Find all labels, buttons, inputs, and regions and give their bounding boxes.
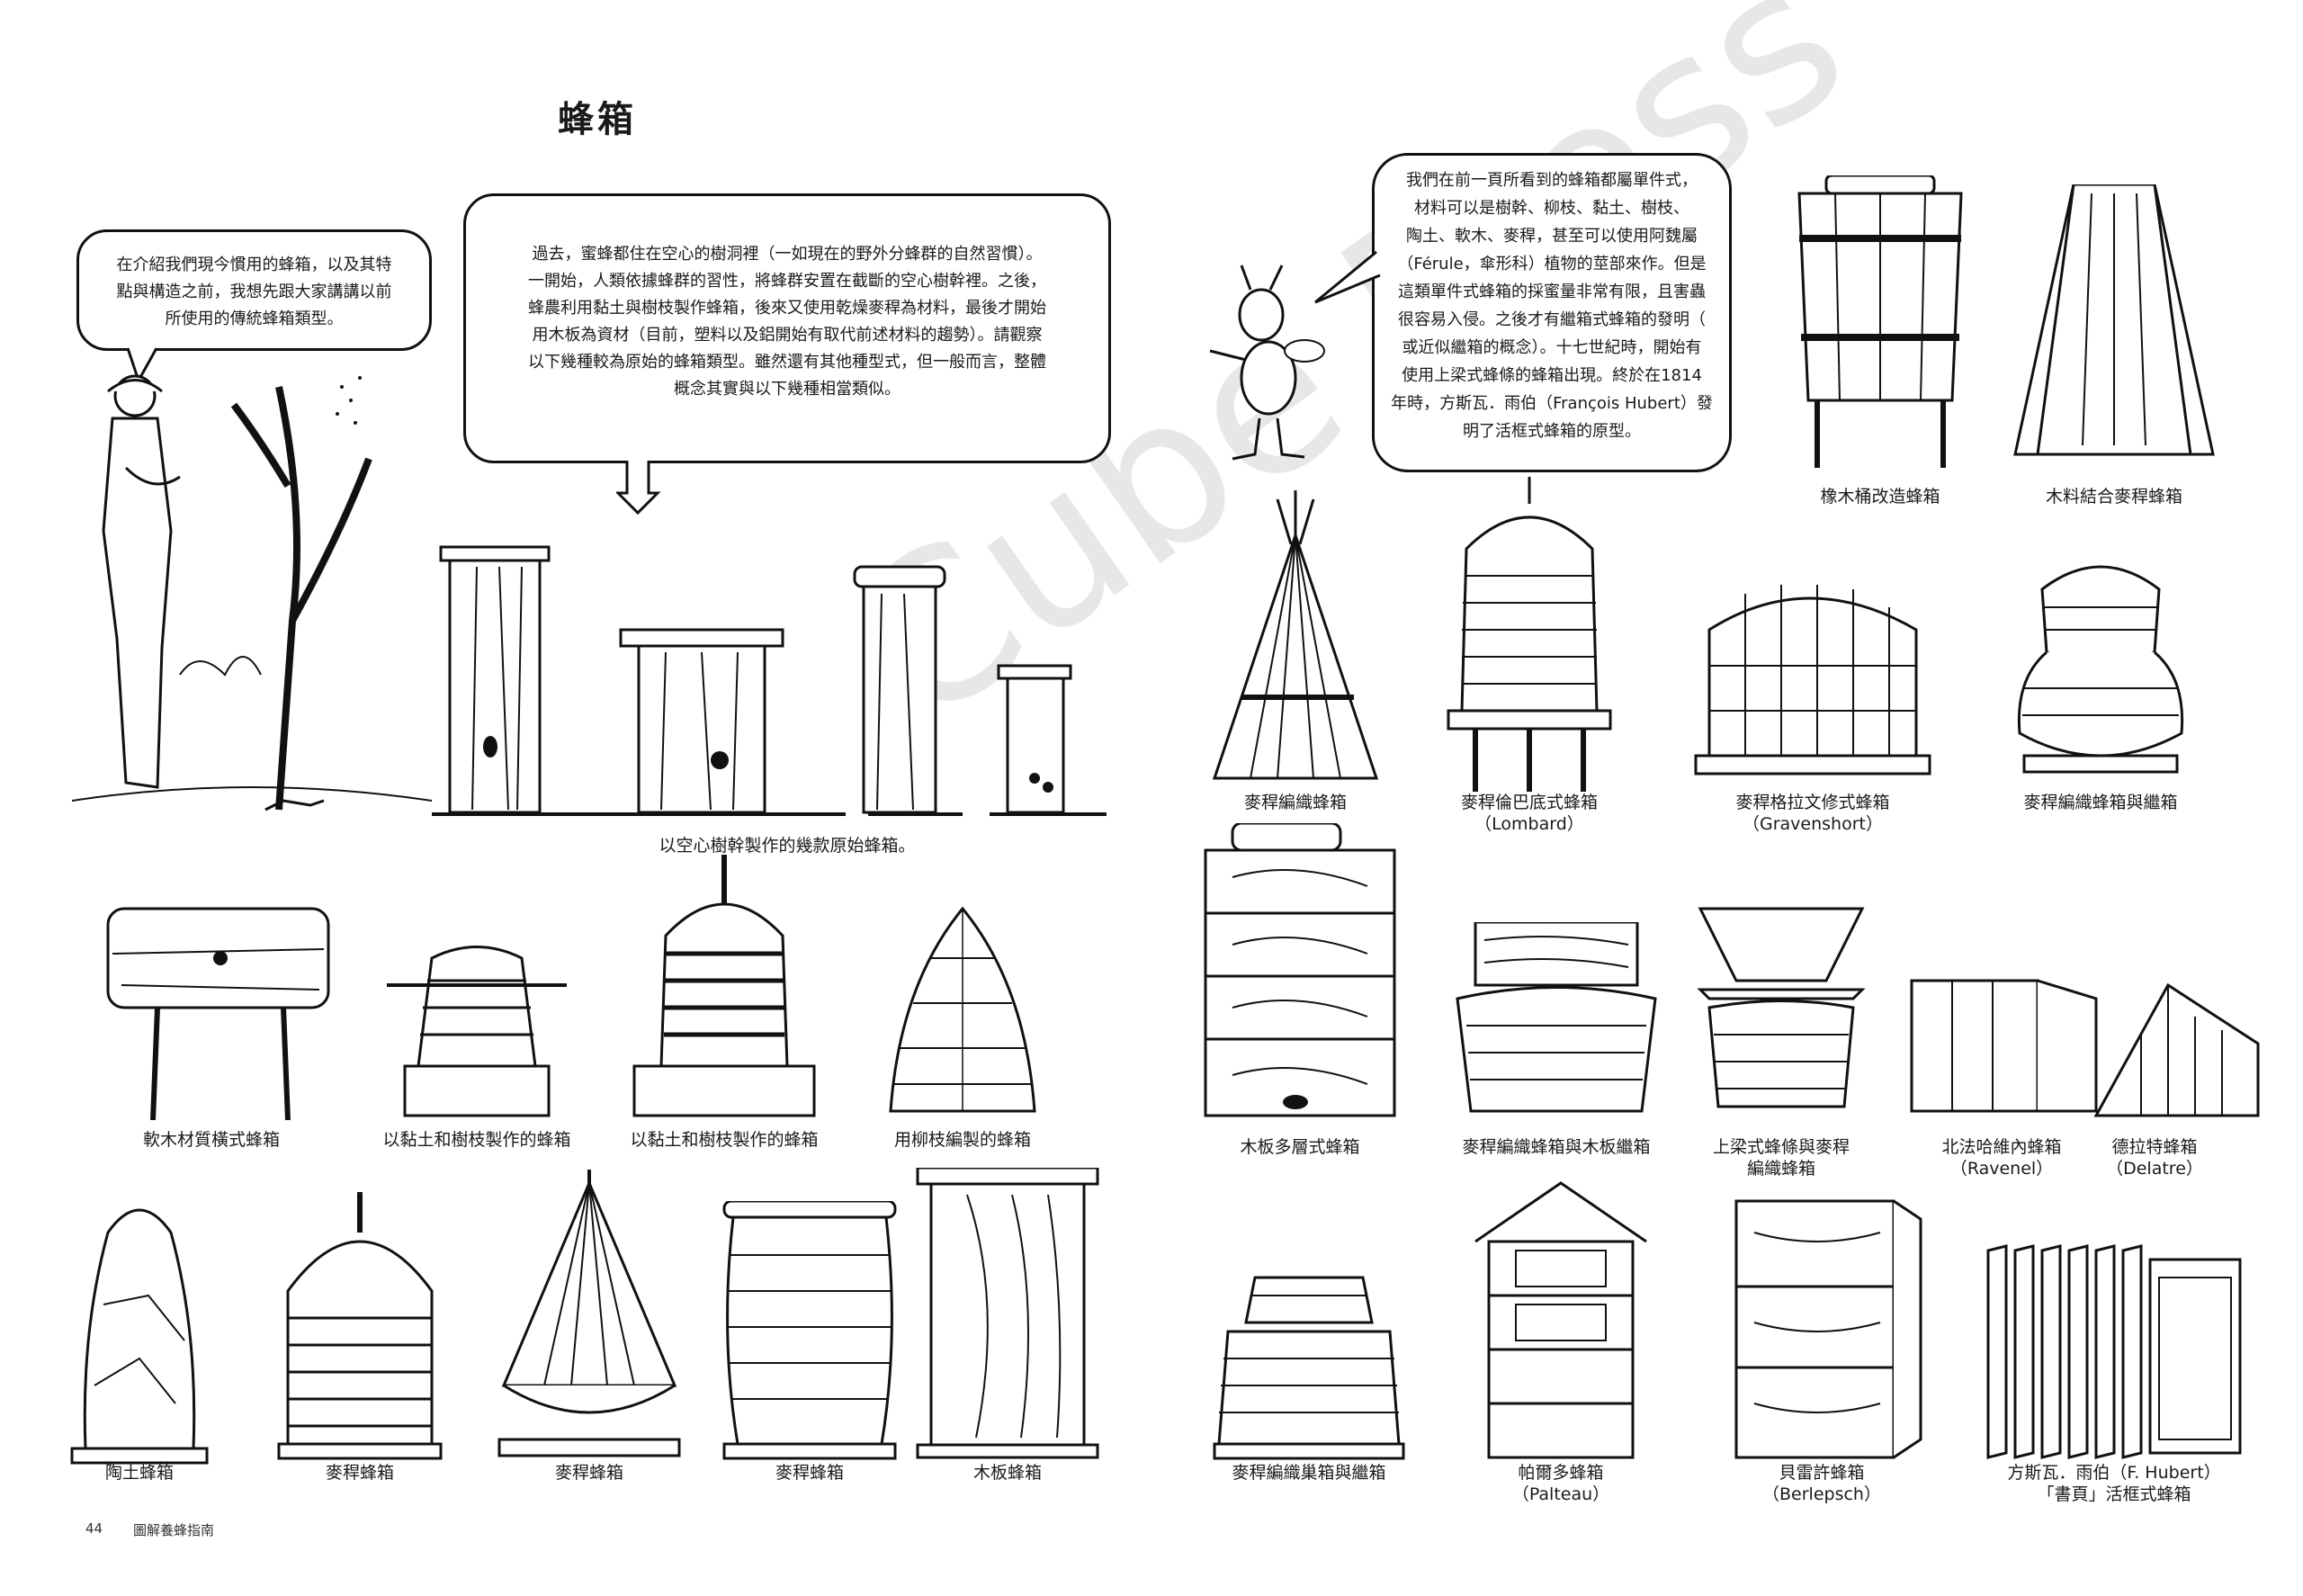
wood-straw-hive-illustration <box>2013 184 2215 456</box>
bubble-history-text: 過去，蜜蜂都住在空心的樹洞裡（一如現在的野外分蜂群的自然習慣）。 一開始，人類依… <box>528 245 1046 399</box>
hubert-book-hive-illustration <box>1986 1244 2242 1459</box>
straw-hive-3-illustration <box>722 1201 897 1460</box>
page-number: 44 <box>85 1520 103 1537</box>
topbar-straw-hive-illustration <box>1697 907 1866 1108</box>
straw-wood-super-illustration <box>1456 922 1657 1113</box>
caption-straw-1: 麥稈蜂箱 <box>325 1463 394 1483</box>
berlepsch-hive-illustration <box>1734 1199 1922 1459</box>
caption-clay-branch-1: 以黏土和樹枝製作的蜂箱 <box>382 1130 571 1150</box>
palteau-hive-illustration <box>1474 1181 1647 1459</box>
speech-bubble-intro: 在介紹我們現今慣用的蜂箱，以及其特 點與構造之前，我想先跟大家講講以前 所使用的… <box>76 229 432 351</box>
caption-wood-straw: 木料結合麥稈蜂箱 <box>2045 487 2182 507</box>
caption-straw-woven: 麥稈編織蜂箱 <box>1243 793 1347 812</box>
bee-mascot-illustration <box>1209 265 1325 461</box>
caption-trunk-hives: 以空心樹幹製作的幾款原始蜂箱。 <box>659 836 916 856</box>
caption-oak-barrel: 橡木桶改造蜂箱 <box>1820 487 1940 507</box>
caption-straw-3: 麥稈蜂箱 <box>775 1463 844 1483</box>
speech-bubble-history: 過去，蜜蜂都住在空心的樹洞裡（一如現在的野外分蜂群的自然習慣）。 一開始，人類依… <box>463 193 1111 463</box>
caption-delatre: 德拉特蜂箱 （Delatre） <box>2106 1137 2203 1179</box>
caption-straw-2: 麥稈蜂箱 <box>554 1463 623 1483</box>
caption-wood-board: 木板蜂箱 <box>972 1463 1042 1483</box>
oak-barrel-hive-illustration <box>1797 175 1963 468</box>
straw-woven-hive-illustration <box>1212 490 1379 780</box>
page-title: 蜂箱 <box>558 99 637 140</box>
caption-lombard: 麥稈倫巴底式蜂箱 （Lombard） <box>1460 793 1598 834</box>
bubble-right-tail <box>1314 250 1381 304</box>
straw-hive-2-illustration <box>497 1170 681 1457</box>
wood-multilayer-hive-illustration <box>1204 823 1396 1117</box>
caption-ravenel: 北法哈維內蜂箱 （Ravenel） <box>1941 1137 2062 1179</box>
book-title: 圖解養蜂指南 <box>133 1522 215 1538</box>
willow-hive-illustration <box>889 906 1036 1113</box>
caption-gravenshort: 麥稈格拉文修式蜂箱 （Gravenshort） <box>1735 793 1890 834</box>
caption-palteau: 帕爾多蜂箱 （Palteau） <box>1511 1463 1610 1504</box>
caption-straw-nest-super: 麥稈編織巢箱與繼箱 <box>1232 1463 1386 1483</box>
bubble-intro-text: 在介紹我們現今慣用的蜂箱，以及其特 點與構造之前，我想先跟大家講講以前 所使用的… <box>116 256 392 328</box>
hollow-trunk-hives-illustration <box>432 545 1107 816</box>
speech-bubble-history-right: 我們在前一頁所看到的蜂箱都屬單件式， 材料可以是樹幹、柳枝、黏土、樹枝、 陶土、… <box>1372 153 1732 472</box>
bubble-history-tail <box>616 461 661 515</box>
caption-straw-woven-super: 麥稈編織蜂箱與繼箱 <box>2023 793 2178 812</box>
caption-berlepsch: 貝雷許蜂箱 （Berlepsch） <box>1762 1463 1881 1504</box>
caption-straw-wood-super: 麥稈編織蜂箱與木板繼箱 <box>1462 1137 1651 1157</box>
wood-board-hive-illustration <box>916 1168 1099 1459</box>
lombard-hive-illustration <box>1447 477 1612 792</box>
caption-hubert: 方斯瓦．雨伯（F. Hubert） 「書頁」活框式蜂箱 <box>2007 1463 2221 1504</box>
delatre-hive-illustration <box>2093 982 2260 1117</box>
caption-clay-branch-2: 以黏土和樹枝製作的蜂箱 <box>630 1130 819 1150</box>
caption-ceramic: 陶土蜂箱 <box>104 1463 174 1483</box>
straw-hive-1-illustration <box>277 1192 443 1460</box>
caption-wood-multilayer: 木板多層式蜂箱 <box>1240 1137 1360 1157</box>
cork-horizontal-hive-illustration <box>106 907 330 1121</box>
clay-branch-hive-2-illustration <box>632 855 816 1117</box>
straw-nest-super-illustration <box>1213 1276 1405 1460</box>
ceramic-hive-illustration <box>70 1208 209 1465</box>
ravenel-hive-illustration <box>1910 979 2098 1113</box>
caption-topbar-straw: 上梁式蜂條與麥稈 編織蜂箱 <box>1712 1137 1850 1179</box>
caption-willow: 用柳枝編製的蜂箱 <box>893 1130 1031 1150</box>
caption-cork-horizontal: 軟木材質橫式蜂箱 <box>142 1130 280 1150</box>
gravenshort-hive-illustration <box>1694 585 1931 776</box>
clay-branch-hive-1-illustration <box>387 946 567 1117</box>
straw-woven-super-illustration <box>2017 565 2184 774</box>
beekeeper-tree-illustration <box>72 374 432 811</box>
bubble-right-text: 我們在前一頁所看到的蜂箱都屬單件式， 材料可以是樹幹、柳枝、黏土、樹枝、 陶土、… <box>1391 171 1713 441</box>
